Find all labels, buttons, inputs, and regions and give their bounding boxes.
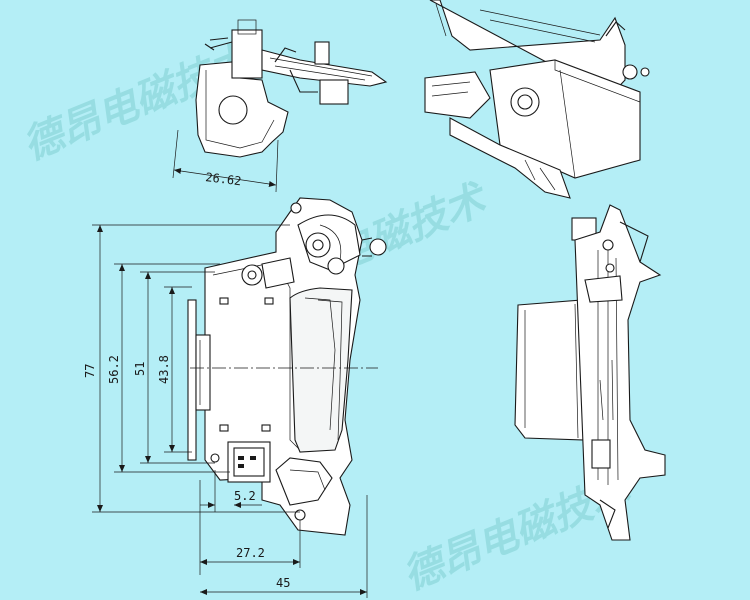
dimension-label-56-2: 56.2: [107, 355, 121, 384]
connector-pin-3: [250, 456, 256, 460]
ear-tab: [361, 237, 373, 257]
iso-base-flange: [449, 117, 571, 199]
pivot-2-inner: [247, 270, 257, 280]
dimension-top-width: 26.62: [172, 129, 279, 193]
slot-1: [219, 297, 229, 305]
extension-line-right: [275, 139, 279, 193]
connector-pin-2: [238, 464, 244, 468]
side-cable: [599, 359, 614, 421]
ear-hole: [369, 238, 387, 256]
slot-2: [264, 297, 274, 305]
dimension-width-27-2: 27.2: [199, 480, 301, 575]
iso-hole-inner: [517, 94, 533, 110]
dimension-label-45: 45: [276, 576, 290, 590]
iso-flange-ribs: [524, 159, 556, 191]
dimension-label-5-2: 5.2: [234, 489, 256, 503]
side-bracket: [584, 275, 623, 303]
side-coil-housing: [514, 299, 586, 441]
slot-3: [219, 424, 229, 432]
slot-4: [261, 424, 271, 432]
dimension-label-77: 77: [83, 364, 97, 378]
dimension-label-27-2: 27.2: [236, 546, 265, 560]
cable-line-2: [317, 299, 343, 441]
bracket-post: [314, 41, 330, 65]
pawl: [261, 257, 295, 289]
side-view-latch: [514, 204, 666, 541]
dimension-offset-5-2: 5.2: [200, 470, 262, 512]
top-view-bracket: [195, 19, 388, 158]
side-hook: [599, 499, 616, 529]
isometric-view-assembly: [424, 0, 650, 199]
dimension-label-26-62: 26.62: [205, 170, 243, 188]
extension-line-left: [172, 129, 179, 179]
iso-clip: [605, 21, 626, 37]
bracket-inner-edge: [205, 70, 275, 149]
bracket-arm: [261, 49, 388, 87]
cable-guide: [289, 287, 353, 453]
bracket-hole: [218, 95, 248, 125]
top-hole: [290, 202, 302, 214]
bracket-cap: [237, 19, 257, 35]
bracket-spring: [204, 37, 233, 51]
rotor-pivot-inner: [312, 239, 324, 251]
left-flange-outer: [187, 299, 197, 461]
dimension-height-51: 51: [133, 271, 215, 464]
side-pivot-mid: [605, 263, 615, 273]
dimension-width-45: 45: [200, 495, 368, 598]
bottom-hole-left: [210, 453, 220, 463]
dimension-height-77: 77: [83, 224, 300, 513]
dimension-label-51: 51: [133, 362, 147, 376]
striker-edge: [289, 469, 326, 491]
pivot-3: [327, 257, 345, 275]
left-flange-inner: [195, 334, 211, 411]
iso-nut: [640, 67, 650, 77]
iso-plate-detail: [435, 3, 601, 43]
dimension-height-56-2: 56.2: [107, 263, 230, 473]
bracket-block: [319, 79, 349, 105]
cable-line-1: [304, 297, 336, 431]
striker-lever: [275, 457, 333, 506]
iso-housing-edges: [554, 60, 641, 179]
iso-bolt: [622, 64, 638, 80]
dimension-height-43-8: 43.8: [157, 286, 192, 453]
iso-connector-pins: [431, 81, 471, 97]
rotor-edge: [319, 224, 342, 261]
dimension-line: [173, 168, 277, 187]
connector-pin-1: [238, 456, 244, 460]
dimension-label-43-8: 43.8: [157, 355, 171, 384]
bracket-hook: [274, 47, 297, 63]
connector-socket: [233, 447, 265, 477]
side-lower-block: [591, 439, 611, 469]
bracket-upright: [231, 29, 263, 79]
bracket-link: [289, 69, 318, 93]
side-clip: [619, 221, 649, 263]
side-housing-edges: [524, 303, 579, 439]
iso-connector-block: [424, 71, 491, 119]
front-view-latch: [187, 197, 387, 536]
side-profile-body: [574, 204, 666, 541]
side-pivot-top: [602, 239, 614, 251]
bottom-hole-center: [294, 509, 306, 521]
bracket-arm-detail: [269, 57, 373, 81]
